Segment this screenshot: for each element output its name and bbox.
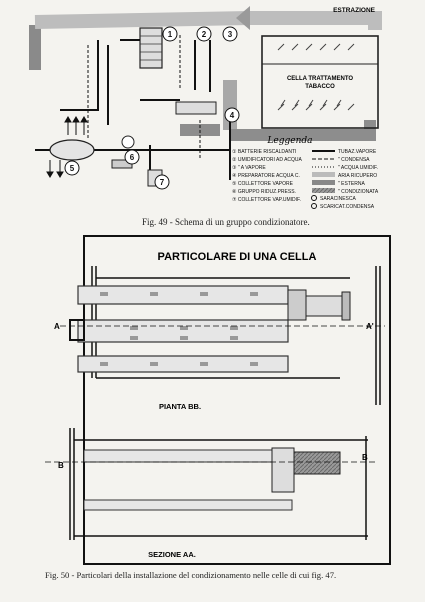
legend-line-1: TUBAZ.VAPORE xyxy=(338,149,377,155)
number-1: 1 xyxy=(168,30,173,39)
fig50-diagram: PARTICOLARE DI UNA CELLA xyxy=(45,235,391,565)
legend-component-2: ② UMIDIFICATORI AD ACQUA xyxy=(232,157,303,163)
number-4: 4 xyxy=(230,111,235,120)
legend-line-8: SCARICAT.CONDENSA xyxy=(320,204,375,210)
section-b-right: B xyxy=(362,453,368,462)
legend-line-4: ARIA RICUPERO xyxy=(338,173,377,179)
legend-line-2: " CONDENSA xyxy=(338,157,370,163)
extraction-label: ESTRAZIONE xyxy=(333,7,376,14)
number-2: 2 xyxy=(202,30,207,39)
legend-component-5: ⑤ COLLETTORE VAPORE xyxy=(232,181,294,187)
plan-label: PIANTA BB. xyxy=(159,402,201,411)
legend-component-1: ① BATTERIE RISCALDANTI xyxy=(232,149,296,155)
number-6: 6 xyxy=(130,153,135,162)
legend-component-3: ③ " A VAPORE xyxy=(232,165,266,171)
legend-line-7: SARACINESCA xyxy=(320,196,357,202)
number-5: 5 xyxy=(70,164,75,173)
fig50-frame xyxy=(83,235,391,565)
section-b-left: B xyxy=(58,461,64,470)
legend-line-6: " CONDIZIONATA xyxy=(338,189,379,195)
cell-box xyxy=(261,35,379,129)
fig49-diagram: 1 2 3 4 5 6 7 ESTRAZIONE CELLA TRATTAMEN… xyxy=(29,6,382,210)
fig49-caption: Fig. 49 - Schema di un gruppo condiziona… xyxy=(142,217,310,227)
fig50-title: PARTICOLARE DI UNA CELLA xyxy=(158,251,317,263)
legend-title: Leggenda xyxy=(266,136,312,146)
number-3: 3 xyxy=(228,30,233,39)
section-label: SEZIONE AA. xyxy=(148,550,196,559)
legend-line-5: " ESTERNA xyxy=(338,181,365,187)
legend-component-7: ⑦ COLLETTORE VAP.UMIDIF. xyxy=(232,197,301,203)
legend-component-4: ④ PREPARATORE ACQUA C. xyxy=(232,173,300,179)
legend-component-6: ⑥ GRUPPO RIDUZ.PRESS. xyxy=(232,189,296,195)
number-7: 7 xyxy=(160,178,165,187)
section-a-left: A xyxy=(54,322,60,331)
cell-label-line1: CELLA TRATTAMENTO xyxy=(287,76,353,82)
cell-label-line2: TABACCO xyxy=(305,84,335,90)
section-a-right: A' xyxy=(366,322,374,331)
legend-line-3: " ACQUA UMIDIF. xyxy=(338,165,378,171)
fig50-caption: Fig. 50 - Particolari della installazion… xyxy=(45,570,337,580)
